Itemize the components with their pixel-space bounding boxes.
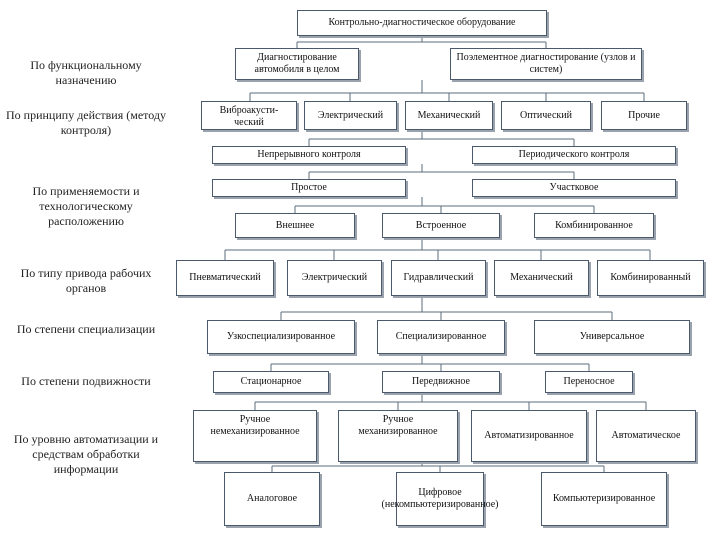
node-diag-element: Поэлементное диагностирование (узлов и с… — [450, 48, 642, 80]
node-computerized: Компьютеризированное — [541, 472, 667, 526]
node-continuous: Непрерывного контроля — [212, 146, 406, 164]
node-combined-2: Комбинированный — [597, 260, 704, 296]
node-portable: Переносное — [545, 371, 633, 393]
label-specialization: По степени специализации — [16, 322, 156, 336]
connector-principle — [249, 80, 645, 101]
connector-automation — [254, 393, 647, 410]
label-automation: По уровню автоматизации и средствам обра… — [13, 432, 159, 476]
node-automatic: Автоматическое — [596, 410, 696, 462]
node-universal: Универсальное — [534, 320, 690, 354]
node-digital: Цифровое (некомпьютеризированное) — [382, 472, 498, 526]
node-hydraulic: Гидравлический — [391, 260, 486, 296]
label-drive: По типу привода рабочих органов — [20, 266, 152, 295]
node-simple: Простое — [212, 179, 406, 197]
node-electric-2: Электрический — [287, 260, 382, 296]
node-automated: Автоматизированное — [471, 410, 587, 462]
node-external: Внешнее — [235, 213, 355, 238]
node-narrow: Узкоспециализированное — [207, 320, 355, 354]
node-periodic: Периодического контроля — [472, 146, 676, 164]
node-stationary: Стационарное — [213, 371, 329, 393]
node-analog: Аналоговое — [224, 472, 320, 526]
root-node: Контрольно-диагностическое оборудование — [297, 10, 547, 36]
node-manual-nonmech: Ручное немеханизированное — [193, 410, 317, 462]
node-optical: Оптический — [501, 101, 591, 130]
connector-drive — [224, 238, 651, 260]
node-vibro: Виброакусти-ческий — [201, 101, 297, 130]
connector-mobility — [270, 354, 590, 371]
node-specialized: Специализированное — [377, 320, 505, 354]
label-functional: По функциональному назначению — [30, 58, 142, 87]
node-mechanical-1: Механический — [405, 101, 493, 130]
node-movable: Передвижное — [382, 371, 500, 393]
node-pneumatic: Пневматический — [176, 260, 274, 296]
label-principle: По принципу действия (методу контроля) — [6, 108, 166, 137]
node-combined-1: Комбинированное — [534, 213, 654, 238]
node-area: Участковое — [472, 179, 676, 197]
connector-control — [308, 130, 575, 146]
connector-spec — [280, 296, 613, 320]
connector-processing — [271, 462, 605, 472]
node-manual-mech: Ручное механизированное — [338, 410, 458, 462]
connector-simple — [308, 164, 575, 179]
node-other: Прочие — [601, 101, 687, 130]
connector-location — [294, 197, 595, 213]
label-mobility: По степени подвижности — [21, 374, 151, 388]
node-mechanical-2: Механический — [494, 260, 589, 296]
node-builtin: Встроенное — [382, 213, 500, 238]
connector-root — [296, 36, 547, 48]
node-electric-1: Электрический — [304, 101, 397, 130]
label-applicability: По применяемости и технологическому расп… — [32, 184, 140, 228]
node-diag-auto: Диагностирование автомобиля в целом — [235, 48, 359, 80]
